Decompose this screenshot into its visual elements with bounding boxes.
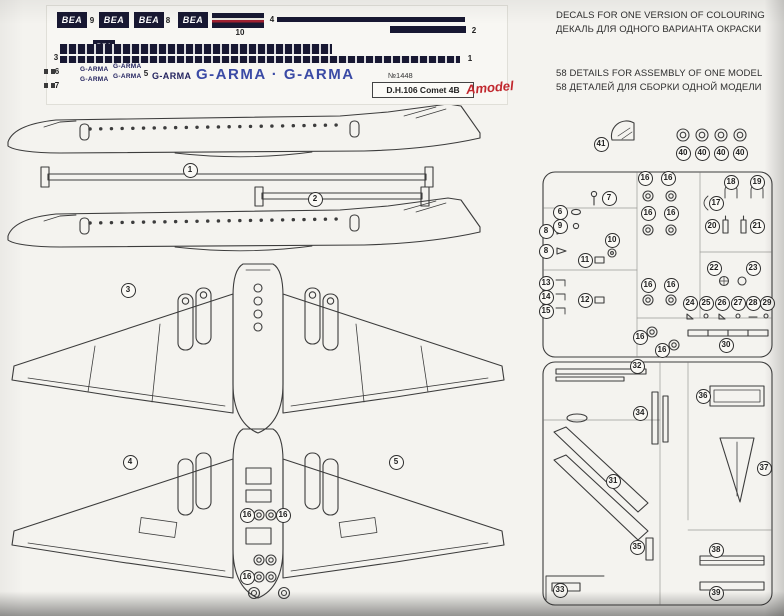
part-number-balloon: 4 (122, 454, 138, 470)
registration-decal-small: G-ARMA (113, 73, 142, 80)
part-number-balloon: 15 (538, 303, 554, 319)
part-number-balloon: 16 (239, 569, 255, 585)
part-number-balloon: 13 (538, 275, 554, 291)
decal-item-number: 8 (165, 16, 171, 25)
registration-decal-medium: G-ARMA (152, 71, 192, 81)
part-number-balloon: 32 (629, 358, 645, 374)
bea-logo-decal: BEA (134, 12, 164, 28)
decal-item-number: 6 (54, 67, 60, 76)
part-number-balloon: 40 (675, 145, 691, 161)
part-41-drawing (610, 120, 635, 141)
part-number-balloon: 33 (552, 582, 568, 598)
part-number-balloon: 8 (538, 243, 554, 259)
decal-item-number: 10 (235, 28, 245, 37)
part-number-balloon: 16 (663, 277, 679, 293)
part-number-balloon: 16 (632, 329, 648, 345)
part-number-balloon: 1 (182, 162, 198, 178)
part-number-balloon: 35 (629, 539, 645, 555)
part-number-balloon: 5 (388, 454, 404, 470)
part-number-balloon: 40 (694, 145, 710, 161)
decal-item-number: 1 (467, 54, 473, 63)
small-registration-decals (44, 69, 57, 74)
model-name-box: D.H.106 Comet 4B (372, 82, 474, 98)
registration-decal-small: G-ARMA (80, 76, 109, 83)
header-details-en: 58 DETAILS FOR ASSEMBLY OF ONE MODEL (556, 68, 763, 79)
kit-number: №1448 (388, 71, 413, 80)
part-number-balloon: 34 (632, 405, 648, 421)
decal-item-number: 3 (53, 53, 59, 62)
wing-upper-assembly-drawing (11, 263, 505, 434)
part-number-balloon: 41 (593, 136, 609, 152)
part-number-balloon: 23 (745, 260, 761, 276)
part-number-balloon: 16 (640, 205, 656, 221)
part-number-balloon: 40 (713, 145, 729, 161)
part-number-balloon: 2 (307, 191, 323, 207)
part-number-balloon: 22 (706, 260, 722, 276)
part-number-balloon: 11 (577, 252, 593, 268)
small-registration-decals (44, 83, 57, 88)
part-number-balloon: 18 (723, 174, 739, 190)
part-number-balloon: 36 (695, 388, 711, 404)
bea-logo-decal: BEA (57, 12, 87, 28)
part-number-balloon: 3 (120, 282, 136, 298)
header-decals-ru: ДЕКАЛЬ ДЛЯ ОДНОГО ВАРИАНТА ОКРАСКИ (556, 24, 762, 35)
part-number-balloon: 9 (552, 218, 568, 234)
part-number-balloon: 16 (239, 507, 255, 523)
part-number-balloon: 6 (552, 204, 568, 220)
part-number-balloon: 16 (654, 342, 670, 358)
part-number-balloon: 40 (732, 145, 748, 161)
part-number-balloon: 8 (538, 223, 554, 239)
window-cheatline-decal (60, 44, 332, 54)
decal-item-number: 2 (471, 26, 477, 35)
part-number-balloon: 38 (708, 542, 724, 558)
decal-item-number: 9 (89, 16, 95, 25)
header-details-ru: 58 ДЕТАЛЕЙ ДЛЯ СБОРКИ ОДНОЙ МОДЕЛИ (556, 82, 762, 93)
sprue-frame-top (542, 171, 773, 358)
bea-logo-decal: BEA (178, 12, 208, 28)
cheatline-decal (277, 17, 465, 22)
part-number-balloon: 16 (640, 277, 656, 293)
part-number-balloon: 10 (604, 232, 620, 248)
part-number-balloon: 14 (538, 289, 554, 305)
decal-item-number: 5 (143, 69, 149, 78)
part-number-balloon: 39 (708, 585, 724, 601)
fuselage-half-drawing (7, 103, 481, 158)
wheel-parts-row (676, 128, 747, 142)
tail-stripe-decal (212, 13, 264, 28)
part-number-balloon: 16 (660, 170, 676, 186)
wing-lower-assembly-drawing (11, 428, 505, 600)
registration-decal-small: G-ARMA (80, 66, 109, 73)
small-parts-top-sprue (555, 183, 769, 351)
part-number-balloon: 12 (577, 292, 593, 308)
part-number-balloon: 7 (601, 190, 617, 206)
part-number-balloon: 16 (275, 507, 291, 523)
registration-decal-large: G-ARMA · G-ARMA (196, 66, 355, 83)
part-number-balloon: 19 (749, 174, 765, 190)
part-number-balloon: 17 (708, 195, 724, 211)
decal-item-number: 4 (269, 15, 275, 24)
cheatline-decal (390, 26, 466, 33)
part-number-balloon: 37 (756, 460, 772, 476)
part-number-balloon: 24 (682, 295, 698, 311)
window-cheatline-decal (60, 56, 460, 63)
part-number-balloon: 28 (745, 295, 761, 311)
part-number-balloon: 16 (663, 205, 679, 221)
part-number-balloon: 26 (714, 295, 730, 311)
registration-decal-small: G-ARMA (113, 63, 142, 70)
decal-item-number: 7 (54, 81, 60, 90)
part-number-balloon: 30 (718, 337, 734, 353)
part-number-balloon: 21 (749, 218, 765, 234)
bea-logo-decal: BEA (99, 12, 129, 28)
header-decals-en: DECALS FOR ONE VERSION OF COLOURING (556, 10, 765, 21)
part-number-balloon: 31 (605, 473, 621, 489)
part-number-balloon: 16 (637, 170, 653, 186)
part-number-balloon: 25 (698, 295, 714, 311)
part-number-balloon: 20 (704, 218, 720, 234)
part-number-balloon: 27 (730, 295, 746, 311)
sprue-runner-bars (40, 166, 434, 207)
part-number-balloon: 29 (759, 295, 775, 311)
